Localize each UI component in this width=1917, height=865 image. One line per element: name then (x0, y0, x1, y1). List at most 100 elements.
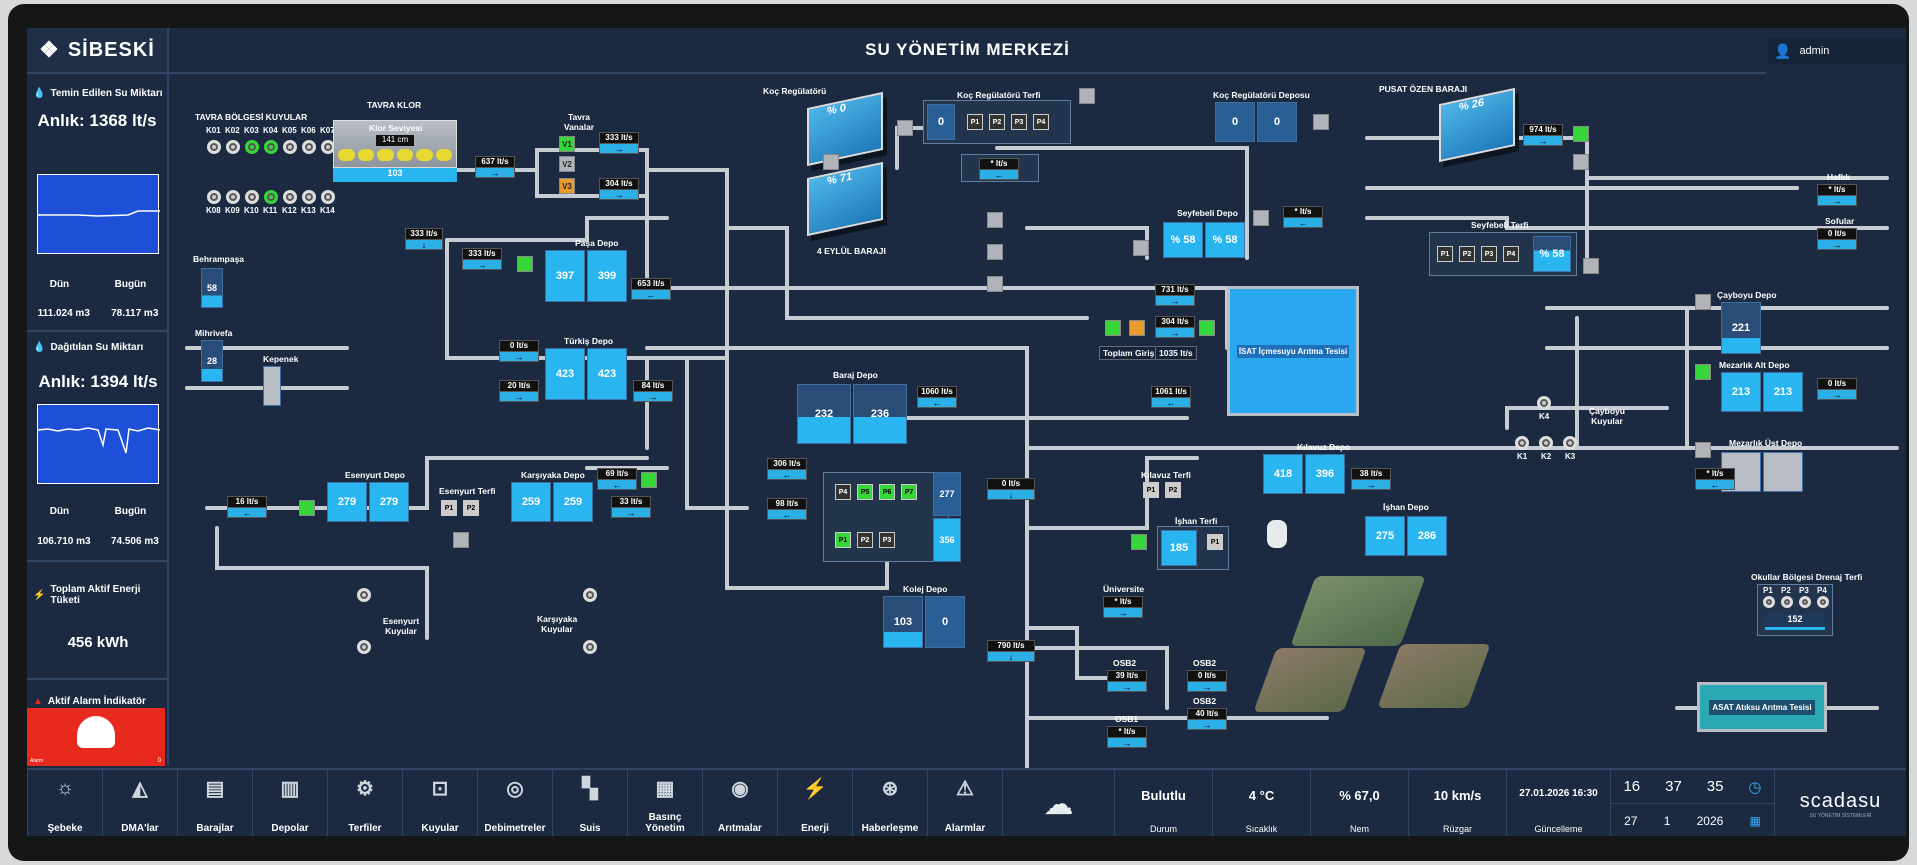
seyfe-pump-p2[interactable]: P2 (1459, 246, 1475, 262)
well-k2[interactable] (1539, 436, 1553, 450)
asat-plant[interactable]: İSAT İçmesuyu Arıtma Tesisi (1227, 286, 1359, 416)
valve-kars[interactable] (641, 472, 657, 488)
well-k4[interactable] (1537, 396, 1551, 410)
okul-pump-p2[interactable] (1781, 596, 1793, 608)
okul-pump-p4[interactable] (1817, 596, 1829, 608)
valve-cayboyu[interactable] (1695, 294, 1711, 310)
kilavuz-pump-p2[interactable]: P2 (1165, 482, 1181, 498)
pasa-tank-1[interactable]: 397 (545, 250, 585, 302)
valve-giris-c[interactable] (1199, 320, 1215, 336)
well-k09[interactable] (226, 190, 240, 204)
user-menu[interactable]: 👤admin (1768, 38, 1906, 64)
baraj-pump-p7[interactable]: P7 (901, 484, 917, 500)
koc-terfi-tank[interactable]: 0 (927, 104, 955, 140)
valve-giris-b[interactable] (1129, 320, 1145, 336)
ishan-tank-2[interactable]: 286 (1407, 516, 1447, 556)
mihrivefa-tank[interactable]: 28 (201, 340, 223, 382)
nav-7[interactable]: ▚Suis (552, 770, 627, 836)
esen-well-k1[interactable] (357, 588, 371, 602)
seyfe-depo-tank-1[interactable]: % 58 (1163, 222, 1203, 258)
valve-v2[interactable]: V2 (559, 156, 575, 172)
seyfe-depo-tank-2[interactable]: % 58 (1205, 222, 1245, 258)
nav-6[interactable]: ◎Debimetreler (477, 770, 552, 836)
valve-vert-b[interactable] (987, 244, 1003, 260)
valve-ishan[interactable] (1131, 534, 1147, 550)
valve-v1[interactable]: V1 (559, 136, 575, 152)
koc-pump-p3[interactable]: P3 (1011, 114, 1027, 130)
mez-alt-tank-2[interactable]: 213 (1763, 372, 1803, 412)
valve-mez-ust[interactable] (1695, 442, 1711, 458)
kolej-tank-2[interactable]: 0 (925, 596, 965, 648)
esen-tank-1[interactable]: 279 (327, 482, 367, 522)
valve-esen-b[interactable] (453, 532, 469, 548)
baraj-pump-p2[interactable]: P2 (857, 532, 873, 548)
well-k08[interactable] (207, 190, 221, 204)
valve-seyfe-b[interactable] (1253, 210, 1269, 226)
nav-5[interactable]: ⊡Kuyular (402, 770, 477, 836)
koc-depo-tank-1[interactable]: 0 (1215, 102, 1255, 142)
seyfe-pump-p4[interactable]: P4 (1503, 246, 1519, 262)
kars-tank-1[interactable]: 259 (511, 482, 551, 522)
kilavuz-tank-1[interactable]: 418 (1263, 454, 1303, 494)
nav-8[interactable]: ▦Basınç Yönetim (627, 770, 702, 836)
well-k12[interactable] (283, 190, 297, 204)
koc-depo-tank-2[interactable]: 0 (1257, 102, 1297, 142)
well-k02[interactable] (226, 140, 240, 154)
valve-pusat-b[interactable] (1573, 154, 1589, 170)
baraj-pump-p4[interactable]: P4 (835, 484, 851, 500)
well-k01[interactable] (207, 140, 221, 154)
ishan-tank-1[interactable]: 275 (1365, 516, 1405, 556)
kilavuz-tank-2[interactable]: 396 (1305, 454, 1345, 494)
nav-2[interactable]: ▤Barajlar (177, 770, 252, 836)
okul-pump-p3[interactable] (1799, 596, 1811, 608)
nav-11[interactable]: ⊛Haberleşme (852, 770, 927, 836)
kars-well-k1[interactable] (583, 588, 597, 602)
valve-v3[interactable]: V3 (559, 178, 575, 194)
nav-1[interactable]: ◭DMA'lar (102, 770, 177, 836)
alarm-indicator[interactable]: Alarm 0 (27, 708, 165, 766)
ishan-pump-p1[interactable]: P1 (1207, 534, 1223, 550)
valve-giris-a[interactable] (1105, 320, 1121, 336)
well-k10[interactable] (245, 190, 259, 204)
kilavuz-pump-p1[interactable]: P1 (1143, 482, 1159, 498)
atiksu-plant[interactable]: ASAT Atıksu Arıtma Tesisi (1697, 682, 1827, 732)
valve-vert-a[interactable] (987, 212, 1003, 228)
valve-seyfe-a[interactable] (1133, 240, 1149, 256)
kolej-tank-1[interactable]: 103 (883, 596, 923, 648)
nav-4[interactable]: ⚙Terfiler (327, 770, 402, 836)
baraj-pump-p5[interactable]: P5 (857, 484, 873, 500)
baraj-tank-1[interactable]: 232 (797, 384, 851, 444)
valve-esen[interactable] (299, 500, 315, 516)
baraj-terfi-tank-1[interactable]: 277 (933, 472, 961, 516)
koc-pump-p1[interactable]: P1 (967, 114, 983, 130)
turkis-tank-2[interactable]: 423 (587, 348, 627, 400)
baraj-tank-2[interactable]: 236 (853, 384, 907, 444)
nav-9[interactable]: ◉Arıtmalar (702, 770, 777, 836)
esen-tank-2[interactable]: 279 (369, 482, 409, 522)
baraj-pump-p1[interactable]: P1 (835, 532, 851, 548)
koc-pump-p4[interactable]: P4 (1033, 114, 1049, 130)
well-k13[interactable] (302, 190, 316, 204)
mez-ust-tank-2[interactable] (1763, 452, 1803, 492)
valve-koc-c[interactable] (1079, 88, 1095, 104)
valve-koc-b[interactable] (823, 154, 839, 170)
seyfe-pump-p3[interactable]: P3 (1481, 246, 1497, 262)
koc-pump-p2[interactable]: P2 (989, 114, 1005, 130)
pasa-tank-2[interactable]: 399 (587, 250, 627, 302)
nav-3[interactable]: ▥Depolar (252, 770, 327, 836)
behrampasa-tank[interactable]: 58 (201, 268, 223, 308)
nav-12[interactable]: ⚠Alarmlar (927, 770, 1002, 836)
mez-alt-tank-1[interactable]: 213 (1721, 372, 1761, 412)
well-k05[interactable] (283, 140, 297, 154)
seyfe-terfi-tank[interactable]: % 58 (1533, 236, 1571, 272)
baraj-pump-p3[interactable]: P3 (879, 532, 895, 548)
valve-koc-depo[interactable] (1313, 114, 1329, 130)
nav-0[interactable]: ☼Şebeke (27, 770, 102, 836)
okul-pump-p1[interactable] (1763, 596, 1775, 608)
well-k3[interactable] (1563, 436, 1577, 450)
valve-koc-a[interactable] (897, 120, 913, 136)
baraj-pump-p6[interactable]: P6 (879, 484, 895, 500)
well-k11[interactable] (264, 190, 278, 204)
baraj-terfi-tank-2[interactable]: 356 (933, 518, 961, 562)
turkis-tank-1[interactable]: 423 (545, 348, 585, 400)
